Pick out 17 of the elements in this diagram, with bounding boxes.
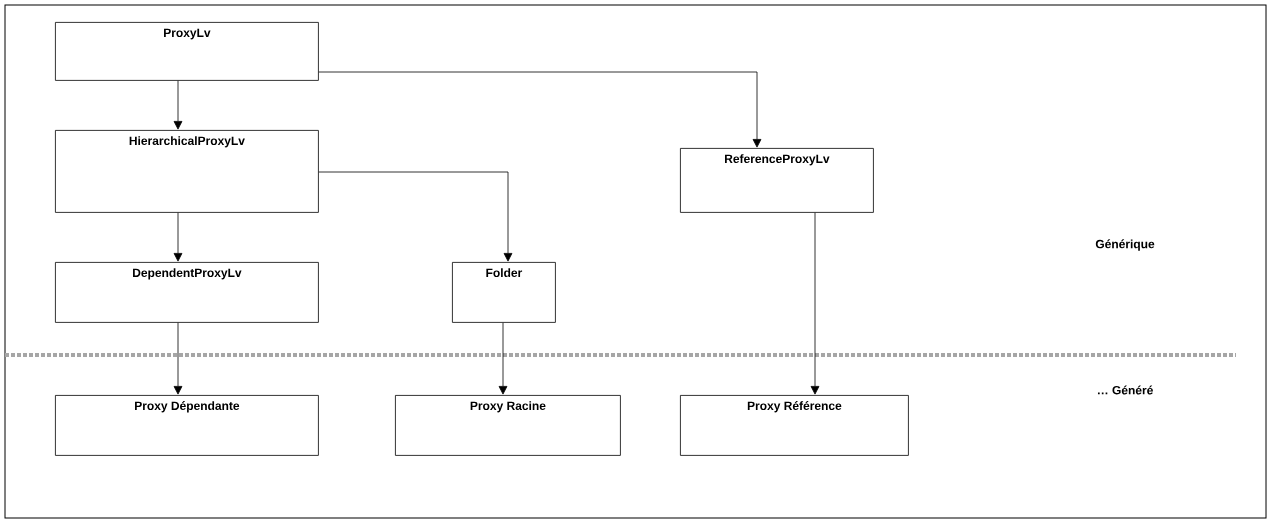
class-box: Proxy Dépendante: [55, 395, 319, 456]
class-box: Folder: [452, 262, 556, 323]
arrow: [810, 212, 820, 395]
class-box: Proxy Référence: [680, 395, 909, 456]
class-box: Proxy Racine: [395, 395, 621, 456]
arrow: [498, 322, 508, 395]
class-box: ReferenceProxyLv: [680, 148, 874, 213]
section-label: Générique: [1095, 239, 1155, 251]
arrow: [318, 171, 513, 262]
section-label: … Généré: [1098, 385, 1153, 395]
arrow: [173, 80, 183, 130]
class-box: HierarchicalProxyLv: [55, 130, 319, 213]
arrow: [173, 212, 183, 262]
arrow: [173, 322, 183, 395]
arrow: [318, 71, 762, 148]
class-box: ProxyLv: [55, 22, 319, 81]
class-box: DependentProxyLv: [55, 262, 319, 323]
